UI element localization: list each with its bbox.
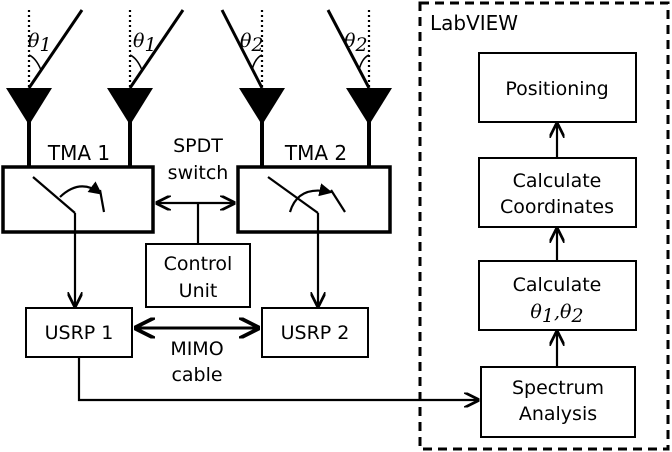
spdt-label-line2: switch: [168, 162, 229, 184]
theta-glyph: θ: [560, 301, 572, 323]
arrow-usrp1-to-spectrum: [77, 357, 478, 400]
theta-sub-2: 2: [570, 305, 583, 327]
labview-title: LabVIEW: [430, 11, 518, 35]
spectrum-line2: Analysis: [519, 403, 597, 425]
usrp1-label: USRP 1: [45, 322, 114, 344]
tma2-switch-icon: [267, 176, 346, 232]
positioning-label: Positioning: [505, 78, 608, 100]
tma1-switch-icon: [32, 176, 106, 232]
usrp1-block: [25, 307, 133, 358]
calc-coordinates-line2: Coordinates: [500, 196, 614, 218]
calc-coordinates-block: [478, 157, 637, 228]
antenna-4: [326, 9, 392, 178]
calc-theta-line1: Calculate: [513, 274, 602, 296]
antenna-4-angle: θ2: [344, 30, 368, 56]
usrp2-label: USRP 2: [281, 322, 350, 344]
calc-theta-line2: θ1,θ2: [530, 301, 583, 327]
spdt-label-line1: SPDT: [173, 135, 223, 157]
control-unit-block: [145, 243, 251, 308]
theta-glyph: θ: [530, 301, 542, 323]
control-unit-line2: Unit: [179, 280, 218, 302]
positioning-block: [478, 52, 637, 123]
spectrum-line1: Spectrum: [512, 377, 604, 399]
antenna-3-angle: θ2: [240, 30, 264, 56]
mimo-label-line2: cable: [171, 364, 222, 386]
control-unit-line1: Control: [164, 253, 233, 275]
tma1-block: [1, 165, 155, 234]
antenna-2-angle: θ1: [133, 30, 157, 56]
tma2-block: [236, 165, 392, 234]
calc-coordinates-line1: Calculate: [513, 170, 602, 192]
antenna-1-angle: θ1: [28, 30, 52, 56]
tma2-label: TMA 2: [284, 141, 347, 165]
theta-sub-1: 1: [542, 305, 554, 327]
labview-region: [418, 1, 670, 451]
tma1-label: TMA 1: [47, 141, 110, 165]
usrp2-block: [261, 307, 369, 358]
theta-comma: ,: [554, 301, 560, 323]
mimo-label-line1: MIMO: [170, 338, 223, 360]
